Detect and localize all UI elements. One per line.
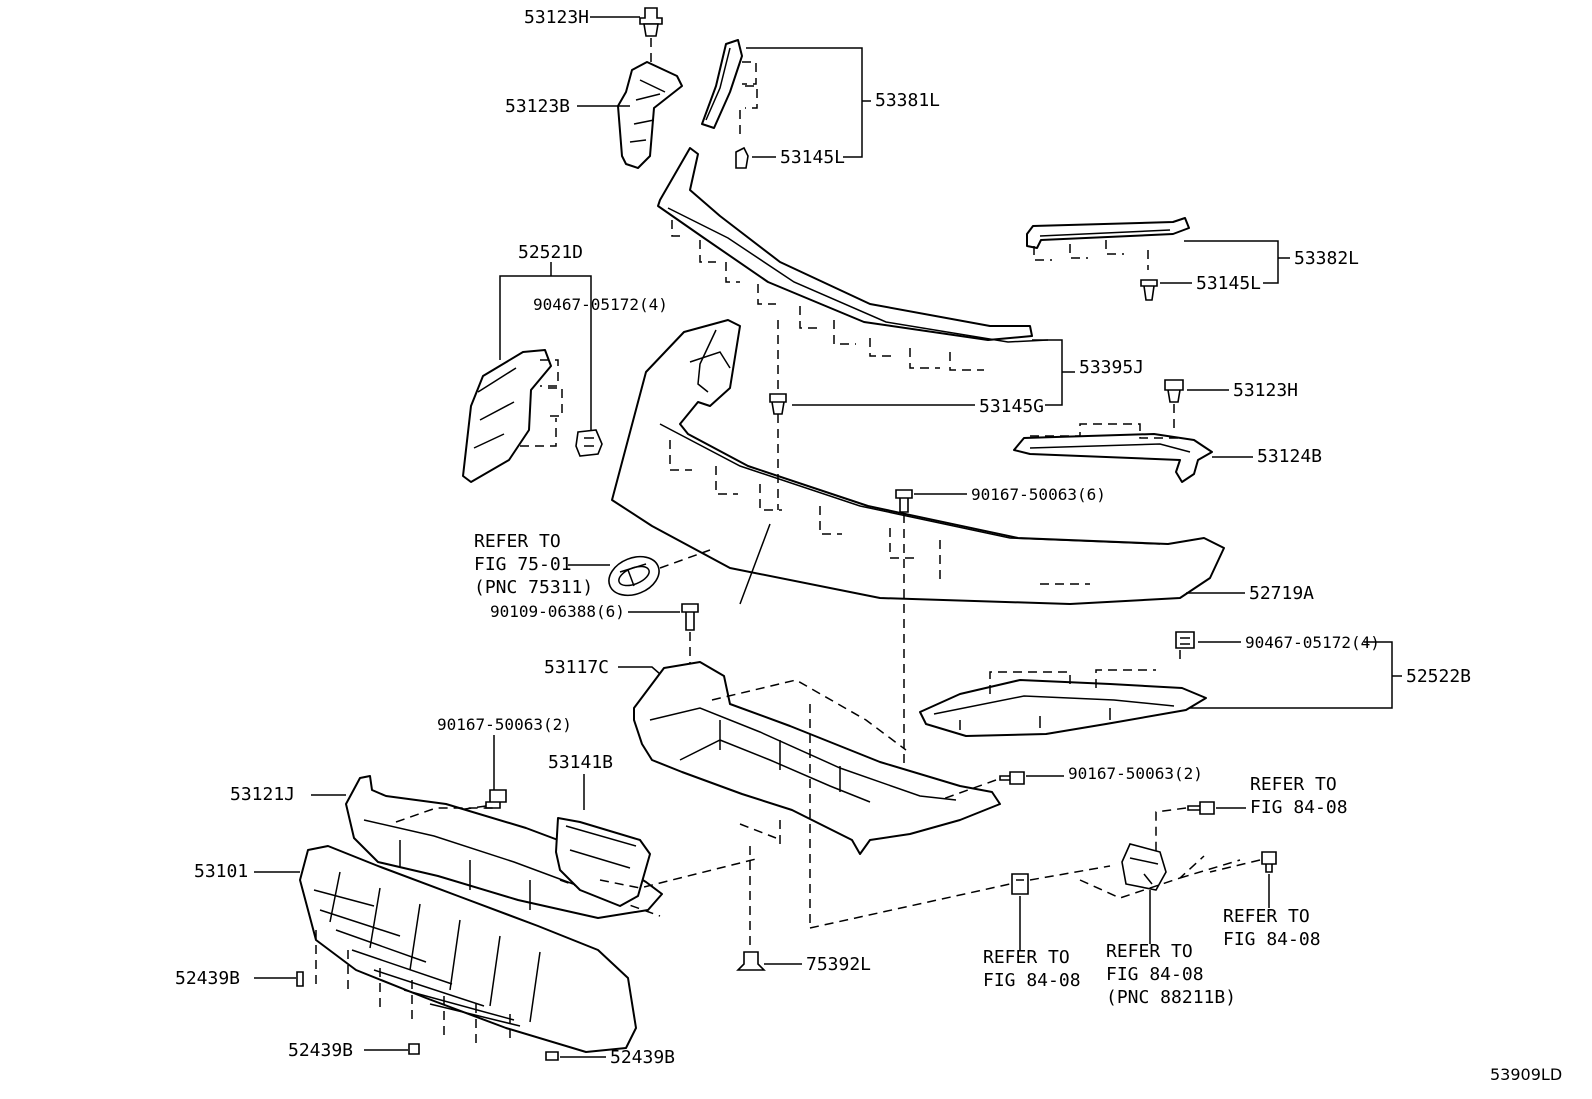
refer-fig-84-08-b-line1[interactable]: REFER TO: [983, 947, 1070, 968]
refer-fig-84-08-a-line1[interactable]: REFER TO: [1250, 774, 1337, 795]
part-label-53123h-right[interactable]: 53123H: [1233, 380, 1298, 401]
absorber-53117c[interactable]: [633, 661, 1001, 855]
part-label-52521d[interactable]: 52521D: [518, 242, 583, 263]
garnish-53124b[interactable]: [1013, 433, 1213, 483]
part-label-90467-right[interactable]: 90467-05172(4): [1245, 633, 1380, 652]
screw-icon[interactable]: [999, 771, 1025, 785]
part-label-53395j[interactable]: 53395J: [1079, 357, 1144, 378]
part-label-53141b[interactable]: 53141B: [548, 752, 613, 773]
part-label-90109[interactable]: 90109-06388(6): [490, 602, 625, 621]
refer-fig-84-08-b-line2[interactable]: FIG 84-08: [983, 970, 1081, 991]
refer-fig-84-08-a-line2[interactable]: FIG 84-08: [1250, 797, 1348, 818]
part-label-53381l[interactable]: 53381L: [875, 90, 940, 111]
nut-icon[interactable]: [1011, 873, 1029, 895]
clip-icon[interactable]: [575, 429, 603, 457]
clip-icon[interactable]: [735, 146, 749, 169]
refer-fig-75-01-line2[interactable]: FIG 75-01: [474, 554, 572, 575]
clip-icon[interactable]: [639, 7, 663, 37]
screw-icon[interactable]: [895, 489, 913, 513]
part-label-53382l[interactable]: 53382L: [1294, 248, 1359, 269]
refer-fig-84-08-c-line1[interactable]: REFER TO: [1223, 906, 1310, 927]
refer-fig-84-08-d-line1[interactable]: REFER TO: [1106, 941, 1193, 962]
part-label-90167-2-right[interactable]: 90167-50063(2): [1068, 764, 1203, 783]
part-label-53145l-top[interactable]: 53145L: [780, 147, 845, 168]
part-label-53124b[interactable]: 53124B: [1257, 446, 1322, 467]
refer-fig-75-01-line1[interactable]: REFER TO: [474, 531, 561, 552]
part-label-53123h-top[interactable]: 53123H: [524, 7, 589, 28]
part-label-53145g[interactable]: 53145G: [979, 396, 1044, 417]
bumper-cover-52719a[interactable]: [611, 319, 1225, 605]
shield-52522b[interactable]: [919, 679, 1207, 737]
clip-icon[interactable]: [296, 971, 304, 987]
part-label-52439b-bottom[interactable]: 52439B: [288, 1040, 353, 1061]
clip-icon[interactable]: [1164, 379, 1184, 403]
clip-icon[interactable]: [1140, 279, 1158, 301]
refer-fig-84-08-d-line2[interactable]: FIG 84-08: [1106, 964, 1204, 985]
clip-icon[interactable]: [736, 951, 766, 971]
bolt-icon[interactable]: [1187, 801, 1215, 815]
seal-53381l[interactable]: [701, 39, 743, 129]
clip-icon[interactable]: [408, 1043, 420, 1055]
clip-icon[interactable]: [1175, 631, 1195, 649]
refer-fig-84-08-d-line3[interactable]: (PNC 88211B): [1106, 987, 1236, 1008]
sensor-icon[interactable]: [1121, 843, 1167, 891]
part-label-90167-2-left[interactable]: 90167-50063(2): [437, 715, 572, 734]
diagram-id: 53909LD: [1490, 1065, 1562, 1084]
part-label-90167-6[interactable]: 90167-50063(6): [971, 485, 1106, 504]
part-label-53121j[interactable]: 53121J: [230, 784, 295, 805]
shield-52521d[interactable]: [462, 349, 552, 483]
part-label-52439b-right[interactable]: 52439B: [610, 1047, 675, 1068]
bolt-icon[interactable]: [1261, 851, 1277, 873]
refer-fig-75-01-line3[interactable]: (PNC 75311): [474, 577, 593, 598]
part-label-52439b-left[interactable]: 52439B: [175, 968, 240, 989]
refer-fig-84-08-c-line2[interactable]: FIG 84-08: [1223, 929, 1321, 950]
part-label-75392l[interactable]: 75392L: [806, 954, 871, 975]
part-label-53145l-right[interactable]: 53145L: [1196, 273, 1261, 294]
bolt-icon[interactable]: [681, 603, 699, 631]
retainer-53395j[interactable]: [657, 147, 1049, 343]
clip-icon[interactable]: [769, 393, 787, 415]
seal-53382l[interactable]: [1026, 217, 1190, 249]
emblem-icon[interactable]: [603, 550, 665, 603]
part-label-53101[interactable]: 53101: [194, 861, 248, 882]
bracket-53123b[interactable]: [617, 61, 683, 169]
part-label-52719a[interactable]: 52719A: [1249, 583, 1314, 604]
screw-icon[interactable]: [485, 789, 507, 809]
part-label-53123b[interactable]: 53123B: [505, 96, 570, 117]
bracket-53141b[interactable]: [555, 817, 651, 907]
part-label-53117c[interactable]: 53117C: [544, 657, 609, 678]
part-label-90467-left[interactable]: 90467-05172(4): [533, 295, 668, 314]
part-label-52522b[interactable]: 52522B: [1406, 666, 1471, 687]
clip-icon[interactable]: [545, 1051, 559, 1061]
grille-53101[interactable]: [299, 845, 637, 1053]
